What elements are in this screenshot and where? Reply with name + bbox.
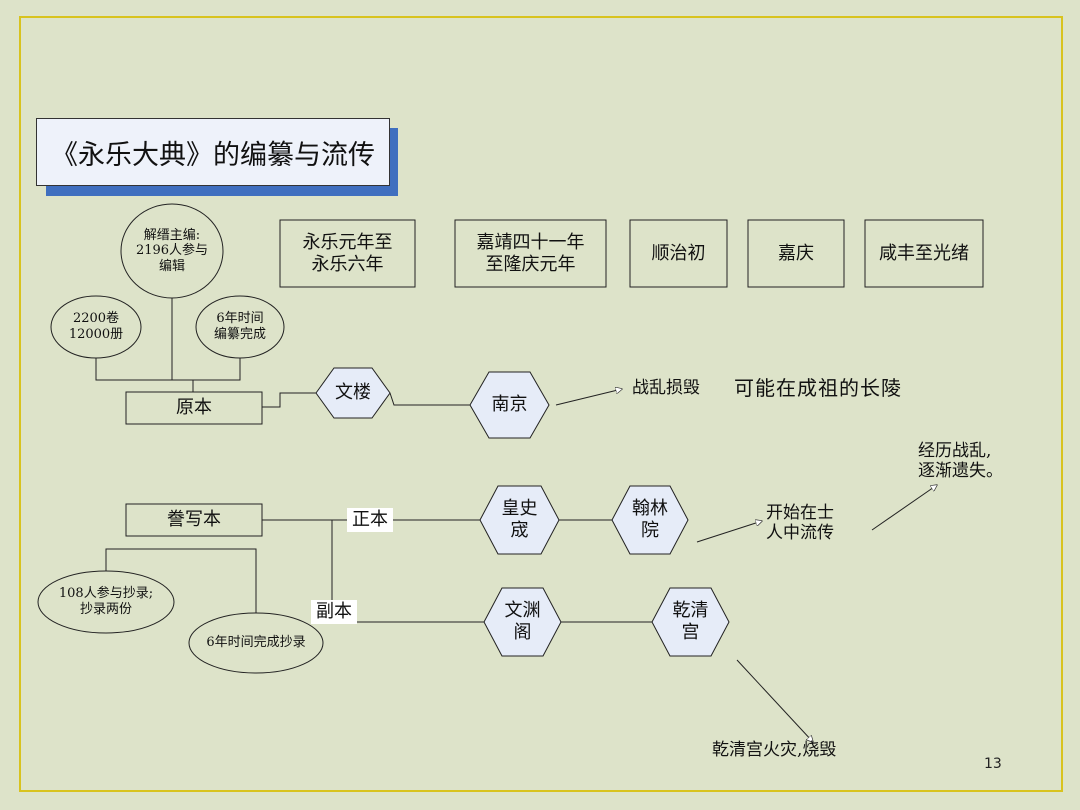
hexagon-nanjing <box>469 371 550 439</box>
huangshicheng-label: 皇史 宬 <box>501 498 538 541</box>
connector-line <box>95 357 241 381</box>
period-box-2 <box>454 219 607 288</box>
connector-line <box>262 392 316 408</box>
hexagon-wenlou <box>315 367 391 419</box>
qianqinggong-label: 乾清 宫 <box>672 600 709 643</box>
original-node-label: 原本 <box>176 397 212 419</box>
wenlou-label: 文楼 <box>335 382 371 404</box>
copy-node-label: 誊写本 <box>167 509 221 531</box>
period-label-3: 顺治初 <box>651 242 706 264</box>
period-label-4: 嘉庆 <box>778 242 814 264</box>
period-box-3 <box>629 219 728 288</box>
lost-label: 经历战乱, 逐渐遗失。 <box>918 440 1003 481</box>
ellipse-volumes <box>50 295 142 359</box>
connector-line <box>389 392 470 406</box>
hexagon-qianqinggong <box>651 587 730 657</box>
ellipse-compile-time <box>195 295 285 359</box>
period-label-2: 嘉靖四十一年 至隆庆元年 <box>476 231 585 275</box>
fact-editor: 解缙主编: 2196人参与 编辑 <box>135 227 209 274</box>
period-box-5 <box>864 219 984 288</box>
hexagon-huangshicheng <box>479 485 560 555</box>
arrow-icon <box>696 521 762 543</box>
ellipse-editor <box>120 203 224 299</box>
connector-line <box>105 548 257 613</box>
ellipse-copyists <box>37 570 175 634</box>
period-box-1 <box>279 219 416 288</box>
arrow-icon <box>736 659 813 742</box>
arrow-icon <box>871 485 937 531</box>
nanjing-label: 南京 <box>491 394 528 416</box>
ellipse-copy-time <box>188 612 324 674</box>
wenyuange-label: 文渊 阁 <box>504 600 541 643</box>
period-label-1: 永乐元年至 永乐六年 <box>302 231 393 275</box>
period-label-5: 咸丰至光绪 <box>879 242 969 264</box>
hanlinyuan-label: 翰林 院 <box>632 498 668 541</box>
fuben-label: 副本 <box>311 600 357 624</box>
fire-label: 乾清宫火灾,烧毁 <box>712 739 837 760</box>
circulation-label: 开始在士 人中流传 <box>766 502 834 543</box>
zhengben-label: 正本 <box>347 508 393 532</box>
fact-compile-time: 6年时间 编纂完成 <box>213 311 266 342</box>
arrow-icon <box>555 389 622 406</box>
slide-frame <box>19 16 1063 792</box>
fact-copyists: 108人参与抄录; 抄录两份 <box>58 586 154 617</box>
period-box-4 <box>747 219 845 288</box>
copy-box <box>125 503 263 537</box>
hexagon-hanlinyuan <box>611 485 689 555</box>
page-number: 13 <box>984 756 1002 772</box>
page-title: 《永乐大典》的编纂与流传 <box>36 118 390 186</box>
fate-damaged-label: 战乱损毁 <box>632 377 700 398</box>
hexagon-wenyuange <box>483 587 562 657</box>
fact-copy-time: 6年时间完成抄录 <box>206 635 306 651</box>
speculation-label: 可能在成祖的长陵 <box>734 376 902 400</box>
original-box <box>125 391 263 425</box>
fact-volumes: 2200卷 12000册 <box>68 311 124 342</box>
